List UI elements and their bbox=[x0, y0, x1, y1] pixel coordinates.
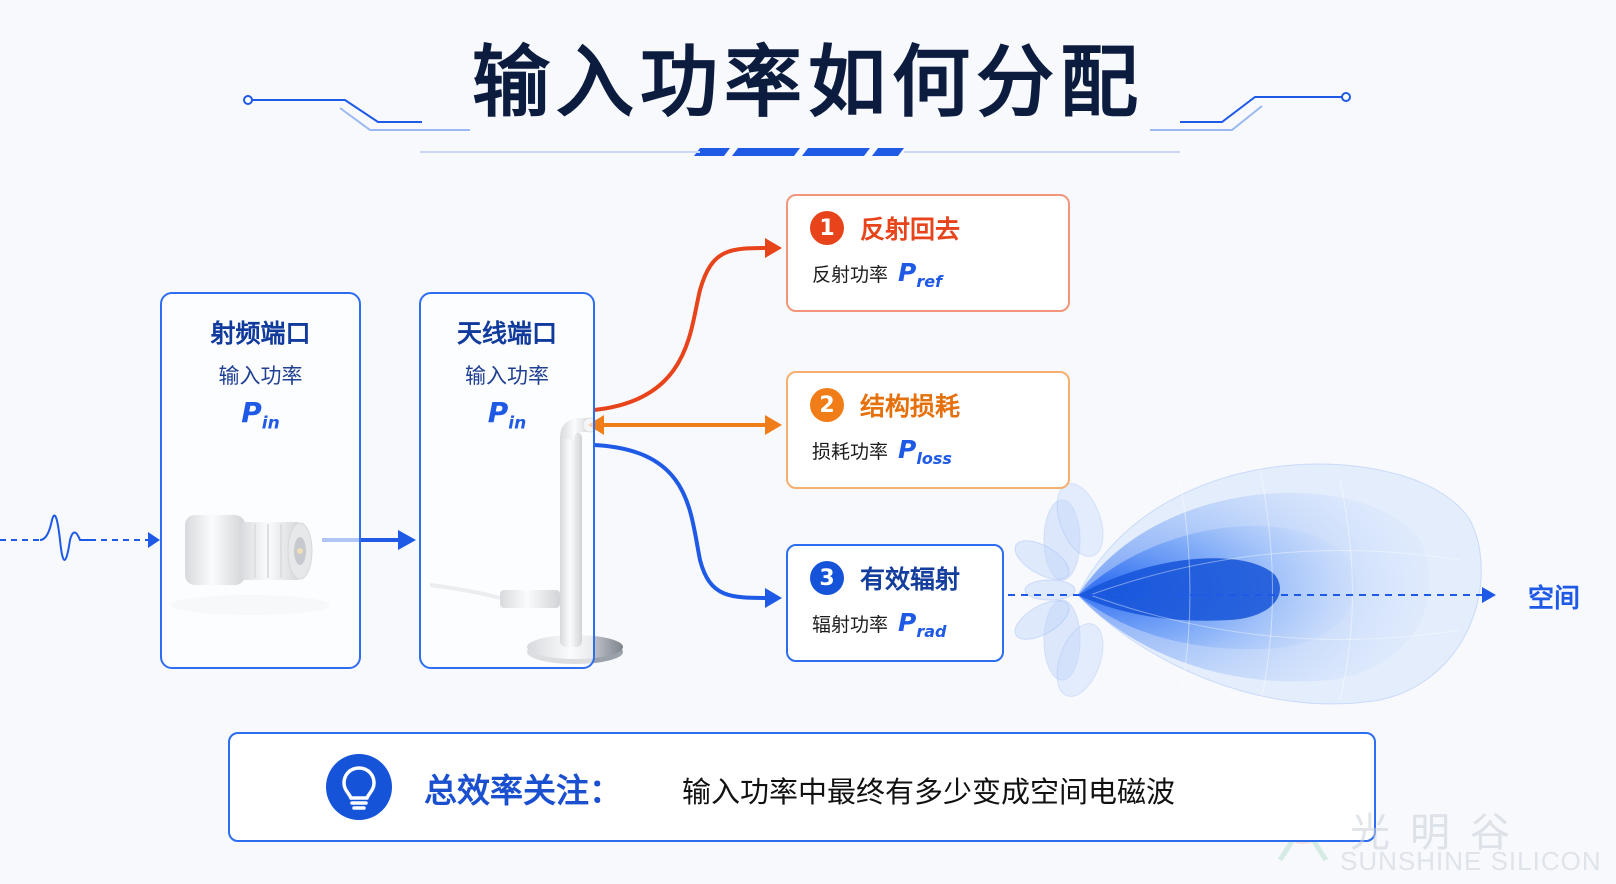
outcome-radiate-box: 3 有效辐射 辐射功率 Prad bbox=[786, 544, 1004, 662]
outcome-loss-number: 2 bbox=[810, 388, 844, 422]
efficiency-text: 输入功率中最终有多少变成空间电磁波 bbox=[682, 775, 1176, 809]
outcome-radiate-title: 有效辐射 bbox=[860, 565, 961, 594]
arrow-reflect bbox=[593, 238, 782, 412]
title-underline-dashes bbox=[420, 148, 1180, 156]
watermark-cn: 光明谷 bbox=[1350, 810, 1530, 856]
rf-port-heading: 射频端口 bbox=[210, 319, 311, 348]
arrow-to-space bbox=[995, 587, 1496, 603]
input-signal-wave bbox=[0, 514, 160, 561]
rf-port-sub: 输入功率 bbox=[218, 364, 303, 388]
outcome-loss-box: 2 结构损耗 损耗功率 Ploss bbox=[786, 371, 1070, 489]
outcome-reflect-box: 1 反射回去 反射功率 Pref bbox=[786, 194, 1070, 312]
efficiency-label: 总效率关注： bbox=[424, 771, 622, 810]
outcome-reflect-symbol: Pref bbox=[898, 258, 943, 291]
antenna-port-sub: 输入功率 bbox=[465, 364, 549, 388]
outcome-radiate-number: 3 bbox=[810, 561, 844, 595]
page-title: 输入功率如何分配 bbox=[471, 38, 1144, 128]
outcome-loss-symbol: Ploss bbox=[898, 435, 952, 468]
rf-port-box: 射频端口 输入功率 Pin bbox=[160, 292, 361, 669]
outcome-radiate-symbol: Prad bbox=[898, 608, 947, 641]
outcome-loss-title: 结构损耗 bbox=[860, 392, 961, 421]
outcome-reflect-title: 反射回去 bbox=[860, 215, 961, 244]
antenna-port-box: 天线端口 输入功率 Pin bbox=[419, 292, 595, 669]
outcome-radiate-label: 辐射功率 bbox=[812, 614, 889, 636]
efficiency-note-bar: 总效率关注： 输入功率中最终有多少变成空间电磁波 bbox=[228, 732, 1376, 842]
radiation-pattern bbox=[1014, 463, 1482, 706]
outcome-reflect-number: 1 bbox=[810, 211, 844, 245]
antenna-port-symbol: Pin bbox=[487, 396, 527, 434]
arrow-radiate bbox=[593, 443, 782, 608]
title-ornament-left bbox=[243, 95, 470, 131]
rf-port-symbol: Pin bbox=[241, 396, 280, 434]
outcome-loss-label: 损耗功率 bbox=[812, 441, 889, 463]
outcome-reflect-label: 反射功率 bbox=[812, 264, 889, 286]
watermark-en: SUNSHINE SILICON bbox=[1340, 846, 1602, 876]
antenna-port-heading: 天线端口 bbox=[456, 319, 557, 348]
arrow-loss bbox=[588, 415, 782, 435]
space-label: 空间 bbox=[1528, 584, 1581, 614]
lightbulb-icon bbox=[326, 754, 392, 820]
title-ornament-right bbox=[1150, 92, 1351, 131]
